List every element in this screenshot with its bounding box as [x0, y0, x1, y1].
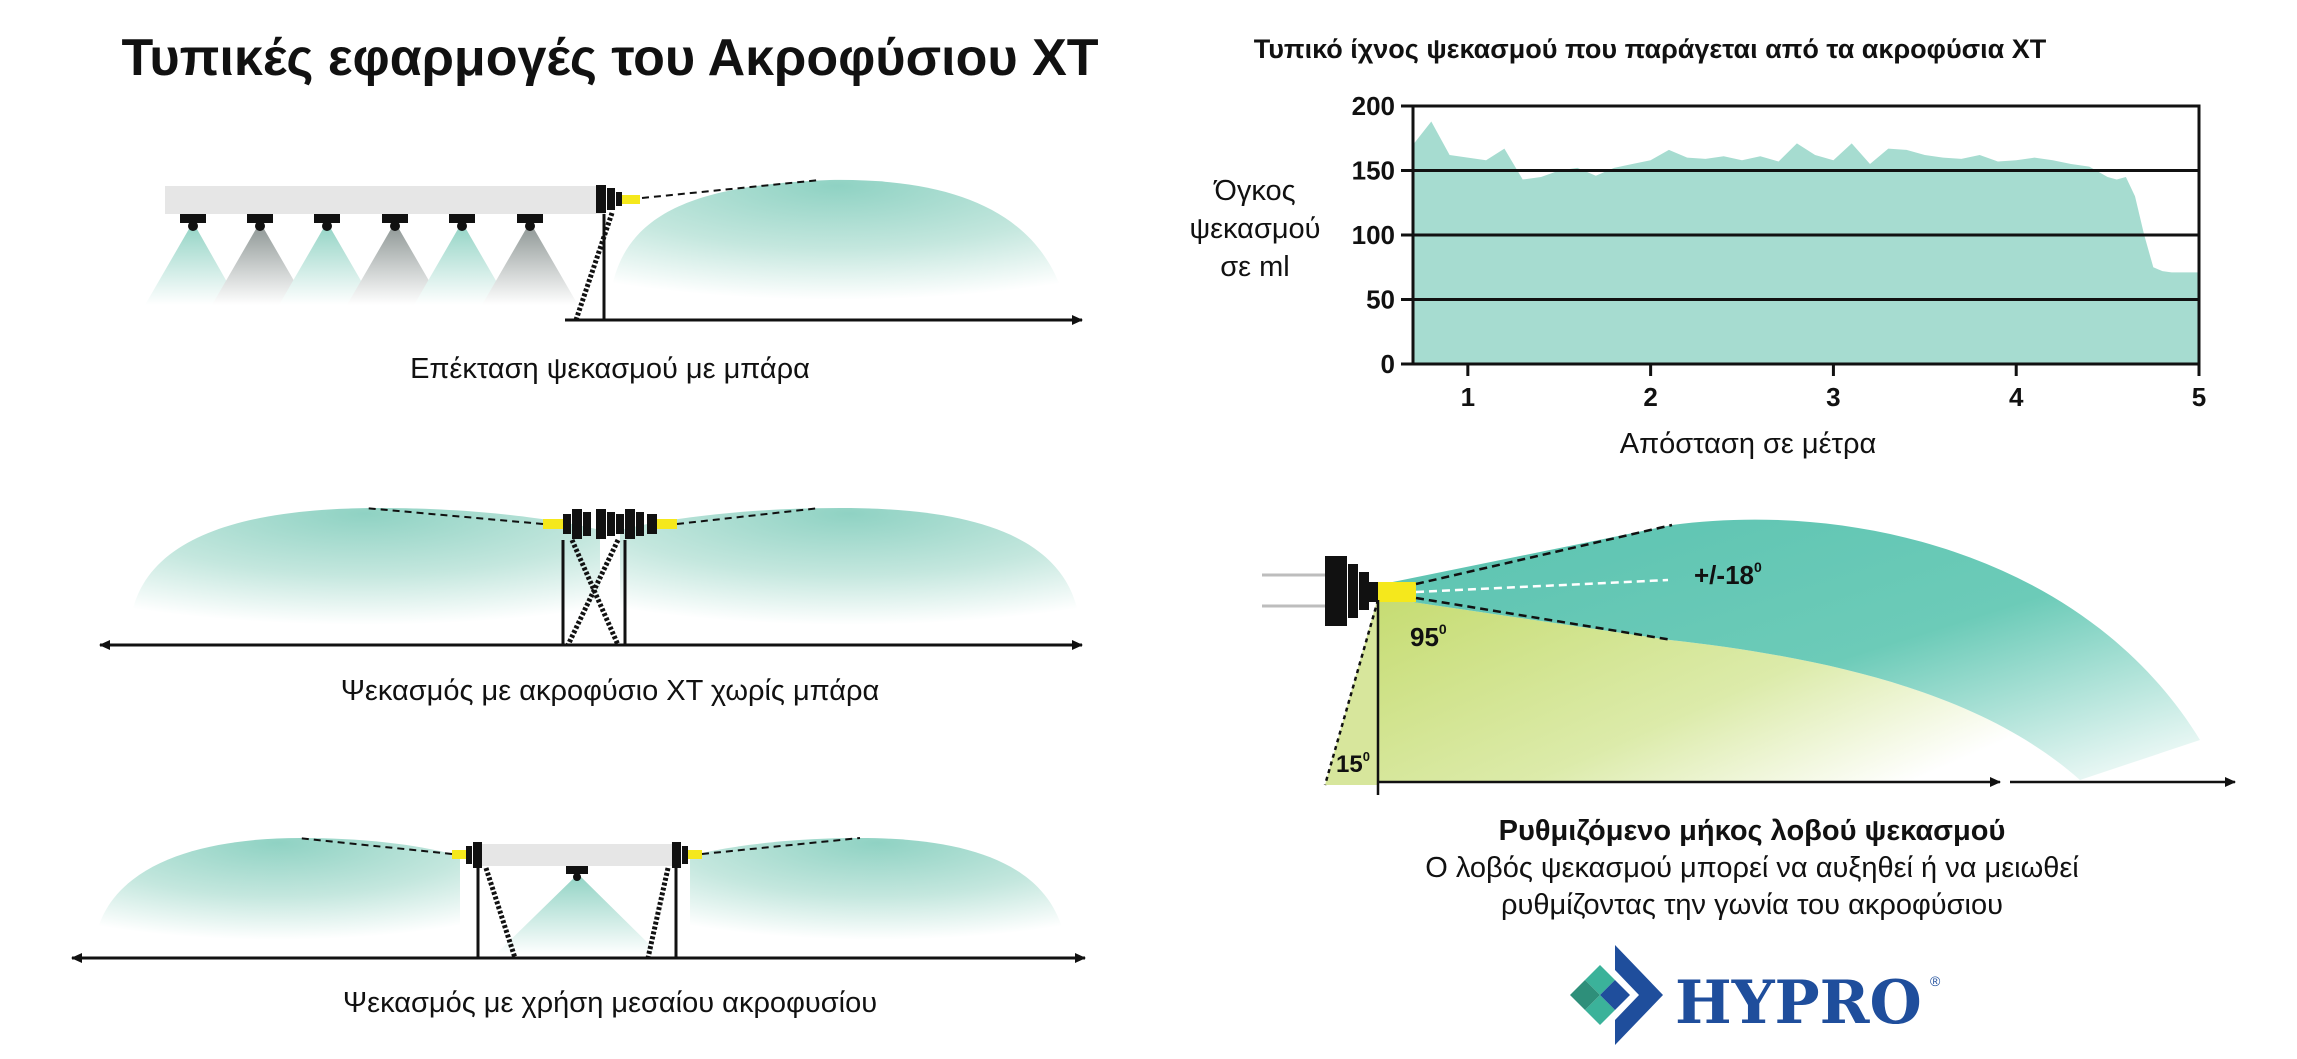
chart-area-series: [1413, 121, 2199, 364]
xt-nozzle-mount: [573, 185, 640, 321]
x-tick-label: 1: [1461, 382, 1475, 412]
spray-dome-right: [620, 508, 1080, 625]
spray-edge-line: [364, 507, 544, 525]
hypro-logo-mark: [1567, 945, 1663, 1045]
y-label-line-3: σε ml: [1220, 251, 1289, 283]
x-tick-label: 3: [1826, 382, 1840, 412]
angle-lobe-label: +/-180: [1694, 559, 1762, 590]
tilt-wedge: [1325, 597, 1378, 785]
y-label-line-2: ψεκασμού: [1189, 213, 1320, 245]
spray-edge-line: [297, 837, 453, 855]
y-label-line-1: Όγκος: [1213, 175, 1295, 207]
tilt-edge: [1323, 599, 1380, 786]
xt-nozzle-left: [452, 842, 518, 959]
center-nozzle: [566, 866, 588, 881]
spray-edge-line: [701, 837, 861, 855]
boom-fan-sprays: [145, 222, 578, 305]
lobe-caption-title: Ρυθμιζόμενο μήκος λοβού ψεκασμού: [1499, 815, 2006, 847]
lobe-lower-edge: [1415, 596, 1673, 642]
xt-nozzle-right: [645, 842, 702, 959]
panel-caption: Ψεκασμός με χρήση μεσαίου ακροφυσίου: [343, 987, 877, 1019]
lobe-caption-line-2: ρυθμίζοντας την γωνία του ακροφύσιου: [1501, 889, 2003, 921]
registered-mark: ®: [1930, 973, 1941, 989]
y-tick-label: 150: [1352, 156, 1395, 186]
spray-dome-right: [610, 179, 1065, 300]
spray-pattern-chart: Τυπικό ίχνος ψεκασμού που παράγεται από …: [1189, 34, 2206, 460]
lobe-upper-edge: [1415, 523, 1673, 586]
chart-y-label: Όγκος ψεκασμού σε ml: [1189, 175, 1320, 283]
spray-dome-left: [95, 838, 460, 940]
panel-caption: Ψεκασμός με ακροφύσιο XT χωρίς μπάρα: [341, 675, 880, 707]
angle-spray-label: 950: [1410, 621, 1447, 652]
y-tick-label: 200: [1352, 91, 1395, 121]
lobe-green-zone: [1378, 597, 2080, 782]
x-tick-label: 2: [1643, 382, 1657, 412]
hypro-logo: HYPRO ®: [1567, 945, 1941, 1045]
panel-caption: Επέκταση ψεκασμού με μπάρα: [410, 353, 810, 385]
page-title: Τυπικές εφαρμογές του Ακροφύσιου XT: [121, 29, 1098, 87]
chart-title: Τυπικό ίχνος ψεκασμού που παράγεται από …: [1254, 34, 2047, 64]
panel-center-nozzle: Ψεκασμός με χρήση μεσαίου ακροφυσίου: [71, 837, 1086, 1019]
lobe-axis-line: [1415, 578, 1669, 594]
center-fan-spray: [495, 874, 660, 955]
xt-nozzle-side-view: [1325, 556, 1416, 626]
y-tick-label: 50: [1366, 285, 1395, 315]
y-tick-label: 0: [1381, 349, 1395, 379]
x-tick-label: 5: [2192, 382, 2206, 412]
x-tick-label: 4: [2009, 382, 2024, 412]
spray-dome-left: [130, 508, 600, 625]
lobe-caption-line-1: Ο λοβός ψεκασμού μπορεί να αυξηθεί ή να …: [1425, 852, 2079, 884]
spray-lobe-diagram: +/-180 950 150 Ρυθμιζόμενο μήκος λοβού ψ…: [1262, 519, 2236, 921]
spray-boom: [165, 186, 605, 214]
lobe-teal-zone: [1378, 519, 2200, 780]
spray-boom: [482, 844, 672, 866]
angle-tilt-label: 150: [1336, 749, 1370, 778]
chart-x-label: Απόσταση σε μέτρα: [1620, 428, 1877, 460]
boom-nozzles: [180, 214, 543, 231]
panel-boomless: Ψεκασμός με ακροφύσιο XT χωρίς μπάρα: [99, 507, 1083, 707]
y-tick-label: 100: [1352, 220, 1395, 250]
spray-edge-line: [641, 179, 821, 199]
panel-boom-extension: Επέκταση ψεκασμού με μπάρα: [145, 179, 1083, 385]
hypro-logo-text: HYPRO: [1675, 968, 1922, 1038]
spray-dome-right: [690, 838, 1065, 940]
xt-nozzle-pair: [543, 509, 677, 647]
